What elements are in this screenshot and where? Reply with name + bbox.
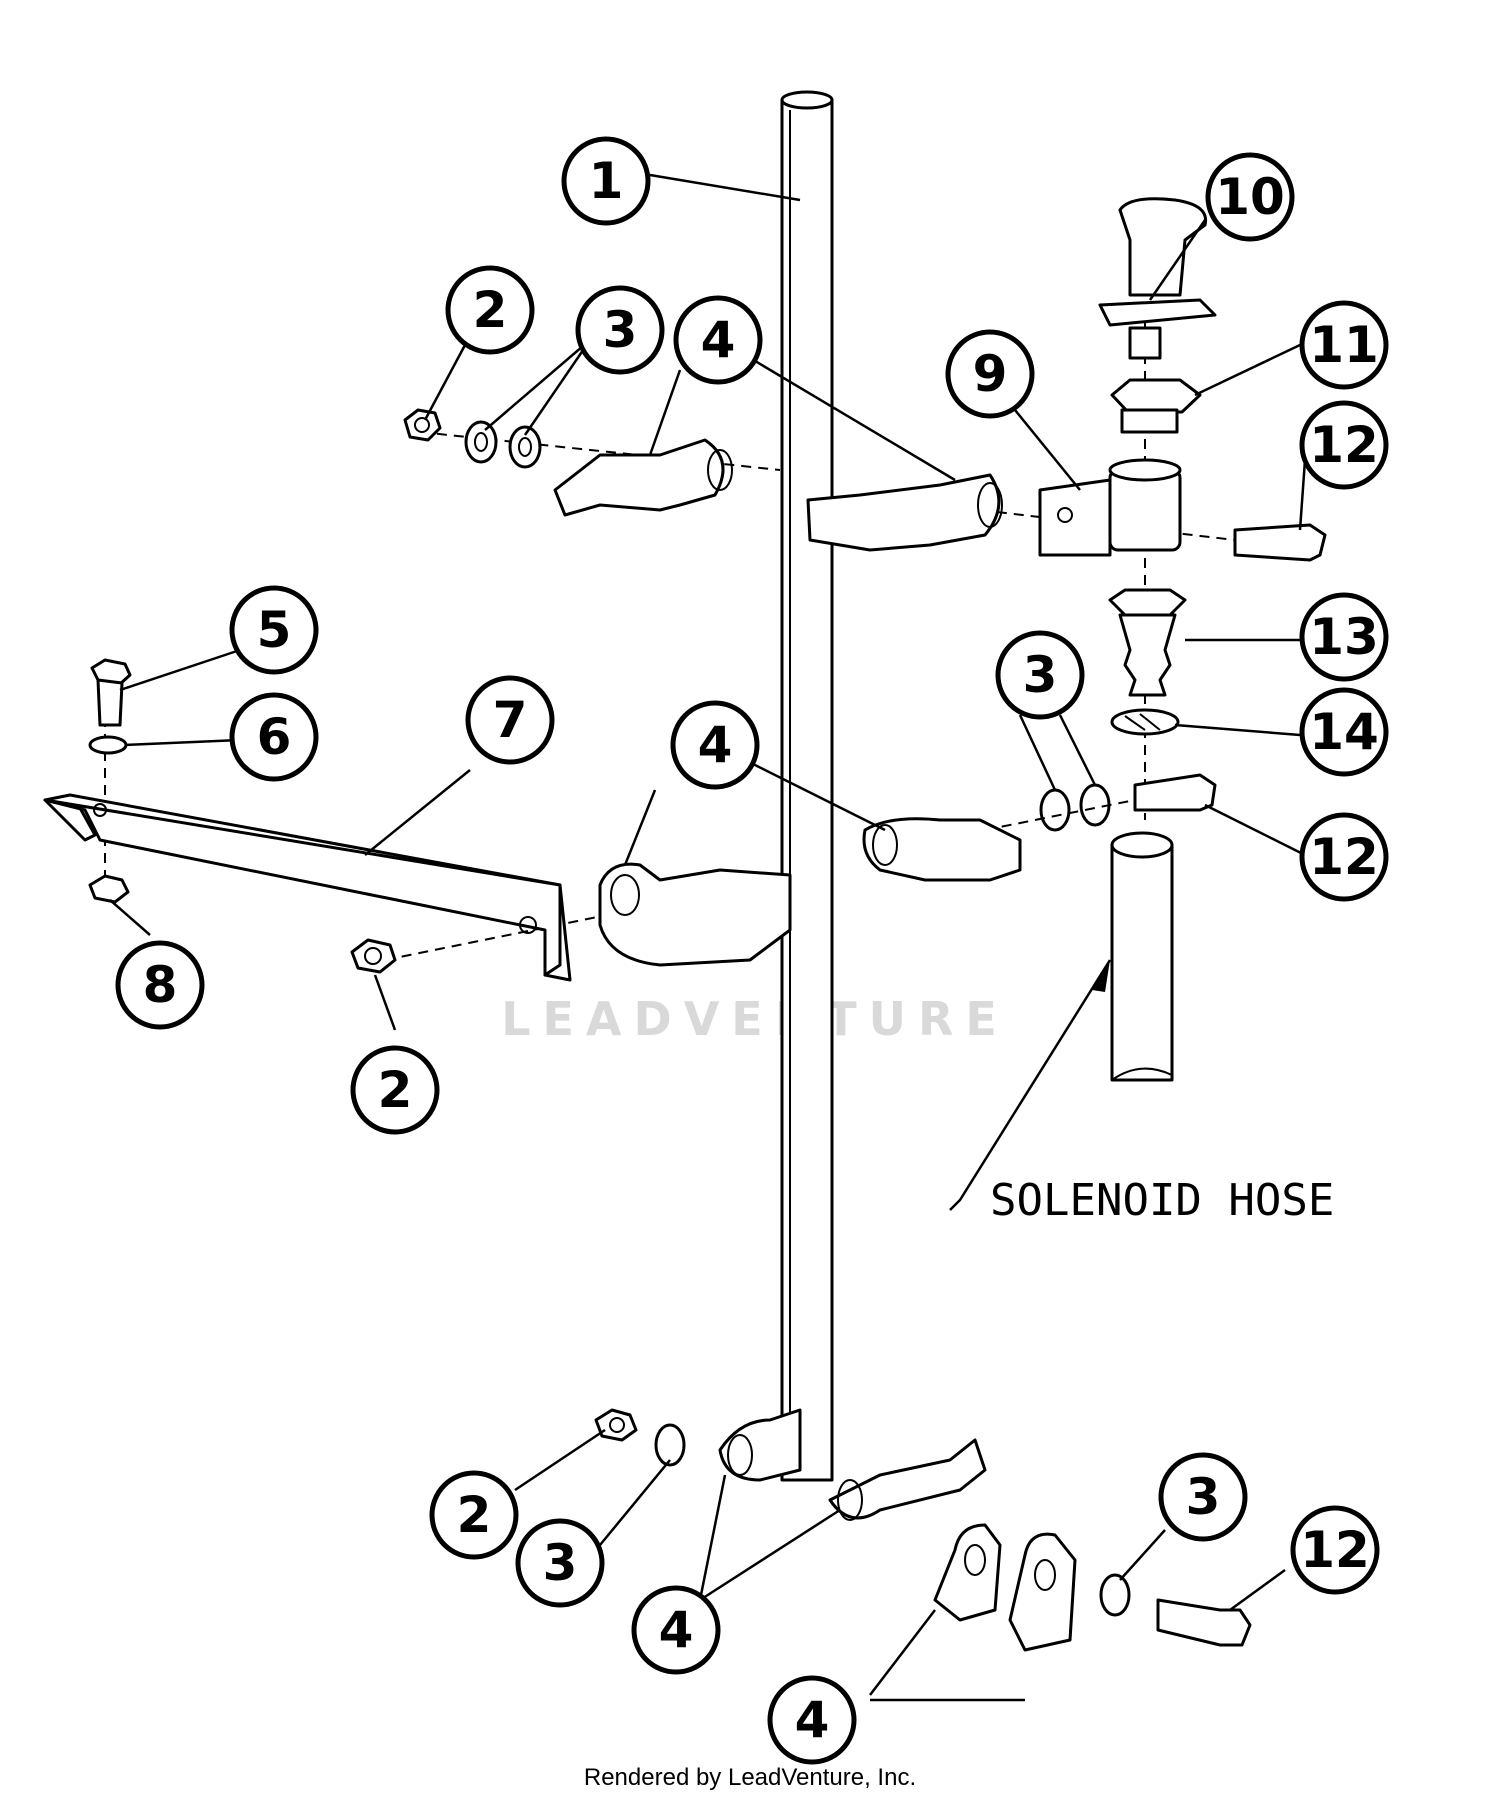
svg-text:11: 11 bbox=[1309, 316, 1379, 374]
callout-5: 5 bbox=[229, 585, 319, 675]
svg-text:5: 5 bbox=[257, 601, 292, 659]
svg-text:2: 2 bbox=[473, 281, 508, 339]
callout-13: 13 bbox=[1299, 592, 1389, 682]
callout-10: 10 bbox=[1205, 152, 1295, 242]
top-hardware bbox=[403, 408, 1236, 552]
callout-12-mid: 12 bbox=[1299, 812, 1389, 902]
callout-4: 4 bbox=[673, 295, 763, 385]
callout-2: 2 bbox=[445, 265, 535, 355]
callout-4-bottom-2: 4 bbox=[767, 1675, 857, 1765]
callout-11: 11 bbox=[1299, 300, 1389, 390]
svg-text:9: 9 bbox=[973, 345, 1008, 403]
svg-text:1: 1 bbox=[589, 152, 624, 210]
callout-7: 7 bbox=[465, 675, 555, 765]
footer-credit: Rendered by LeadVenture, Inc. bbox=[584, 1764, 916, 1791]
svg-text:13: 13 bbox=[1309, 608, 1379, 666]
svg-text:4: 4 bbox=[795, 1691, 830, 1749]
svg-text:10: 10 bbox=[1215, 168, 1285, 226]
callout-4-bottom: 4 bbox=[631, 1585, 721, 1675]
svg-text:3: 3 bbox=[1186, 1468, 1221, 1526]
solenoid-hose-label: SOLENOID HOSE bbox=[990, 1175, 1334, 1226]
svg-text:4: 4 bbox=[659, 1601, 694, 1659]
svg-text:12: 12 bbox=[1309, 828, 1379, 886]
callout-12-top: 12 bbox=[1299, 400, 1389, 490]
callout-3-bottom: 3 bbox=[515, 1518, 605, 1608]
svg-text:4: 4 bbox=[698, 716, 733, 774]
svg-text:12: 12 bbox=[1309, 416, 1379, 474]
svg-text:14: 14 bbox=[1309, 703, 1379, 761]
svg-text:3: 3 bbox=[543, 1534, 578, 1592]
callout-3-bottom-right: 3 bbox=[1158, 1452, 1248, 1542]
svg-text:12: 12 bbox=[1300, 1521, 1370, 1579]
bottom-hardware bbox=[594, 1408, 1252, 1652]
callout-3-mid: 3 bbox=[995, 630, 1085, 720]
svg-text:3: 3 bbox=[1023, 646, 1058, 704]
callout-8: 8 bbox=[115, 940, 205, 1030]
svg-text:4: 4 bbox=[701, 311, 736, 369]
svg-text:2: 2 bbox=[378, 1061, 413, 1119]
callout-9: 9 bbox=[945, 329, 1035, 419]
fitting-stack bbox=[984, 197, 1327, 832]
main-tube bbox=[780, 90, 834, 1482]
callout-3: 3 bbox=[575, 285, 665, 375]
watermark: LEADVENTURE bbox=[501, 992, 1009, 1046]
callout-1: 1 bbox=[561, 136, 651, 226]
callout-14: 14 bbox=[1299, 687, 1389, 777]
callout-6: 6 bbox=[229, 692, 319, 782]
svg-text:6: 6 bbox=[257, 708, 292, 766]
svg-text:3: 3 bbox=[603, 301, 638, 359]
callout-2-mid: 2 bbox=[350, 1045, 440, 1135]
callout-2-bottom: 2 bbox=[429, 1470, 519, 1560]
svg-text:2: 2 bbox=[457, 1486, 492, 1544]
svg-text:8: 8 bbox=[143, 956, 178, 1014]
leader-lines bbox=[109, 173, 1307, 1702]
solenoid-hose bbox=[949, 831, 1174, 1211]
svg-text:7: 7 bbox=[493, 691, 528, 749]
mid-bracket bbox=[43, 658, 1022, 982]
callout-12-bottom: 12 bbox=[1290, 1505, 1380, 1595]
callout-4-mid: 4 bbox=[670, 700, 760, 790]
